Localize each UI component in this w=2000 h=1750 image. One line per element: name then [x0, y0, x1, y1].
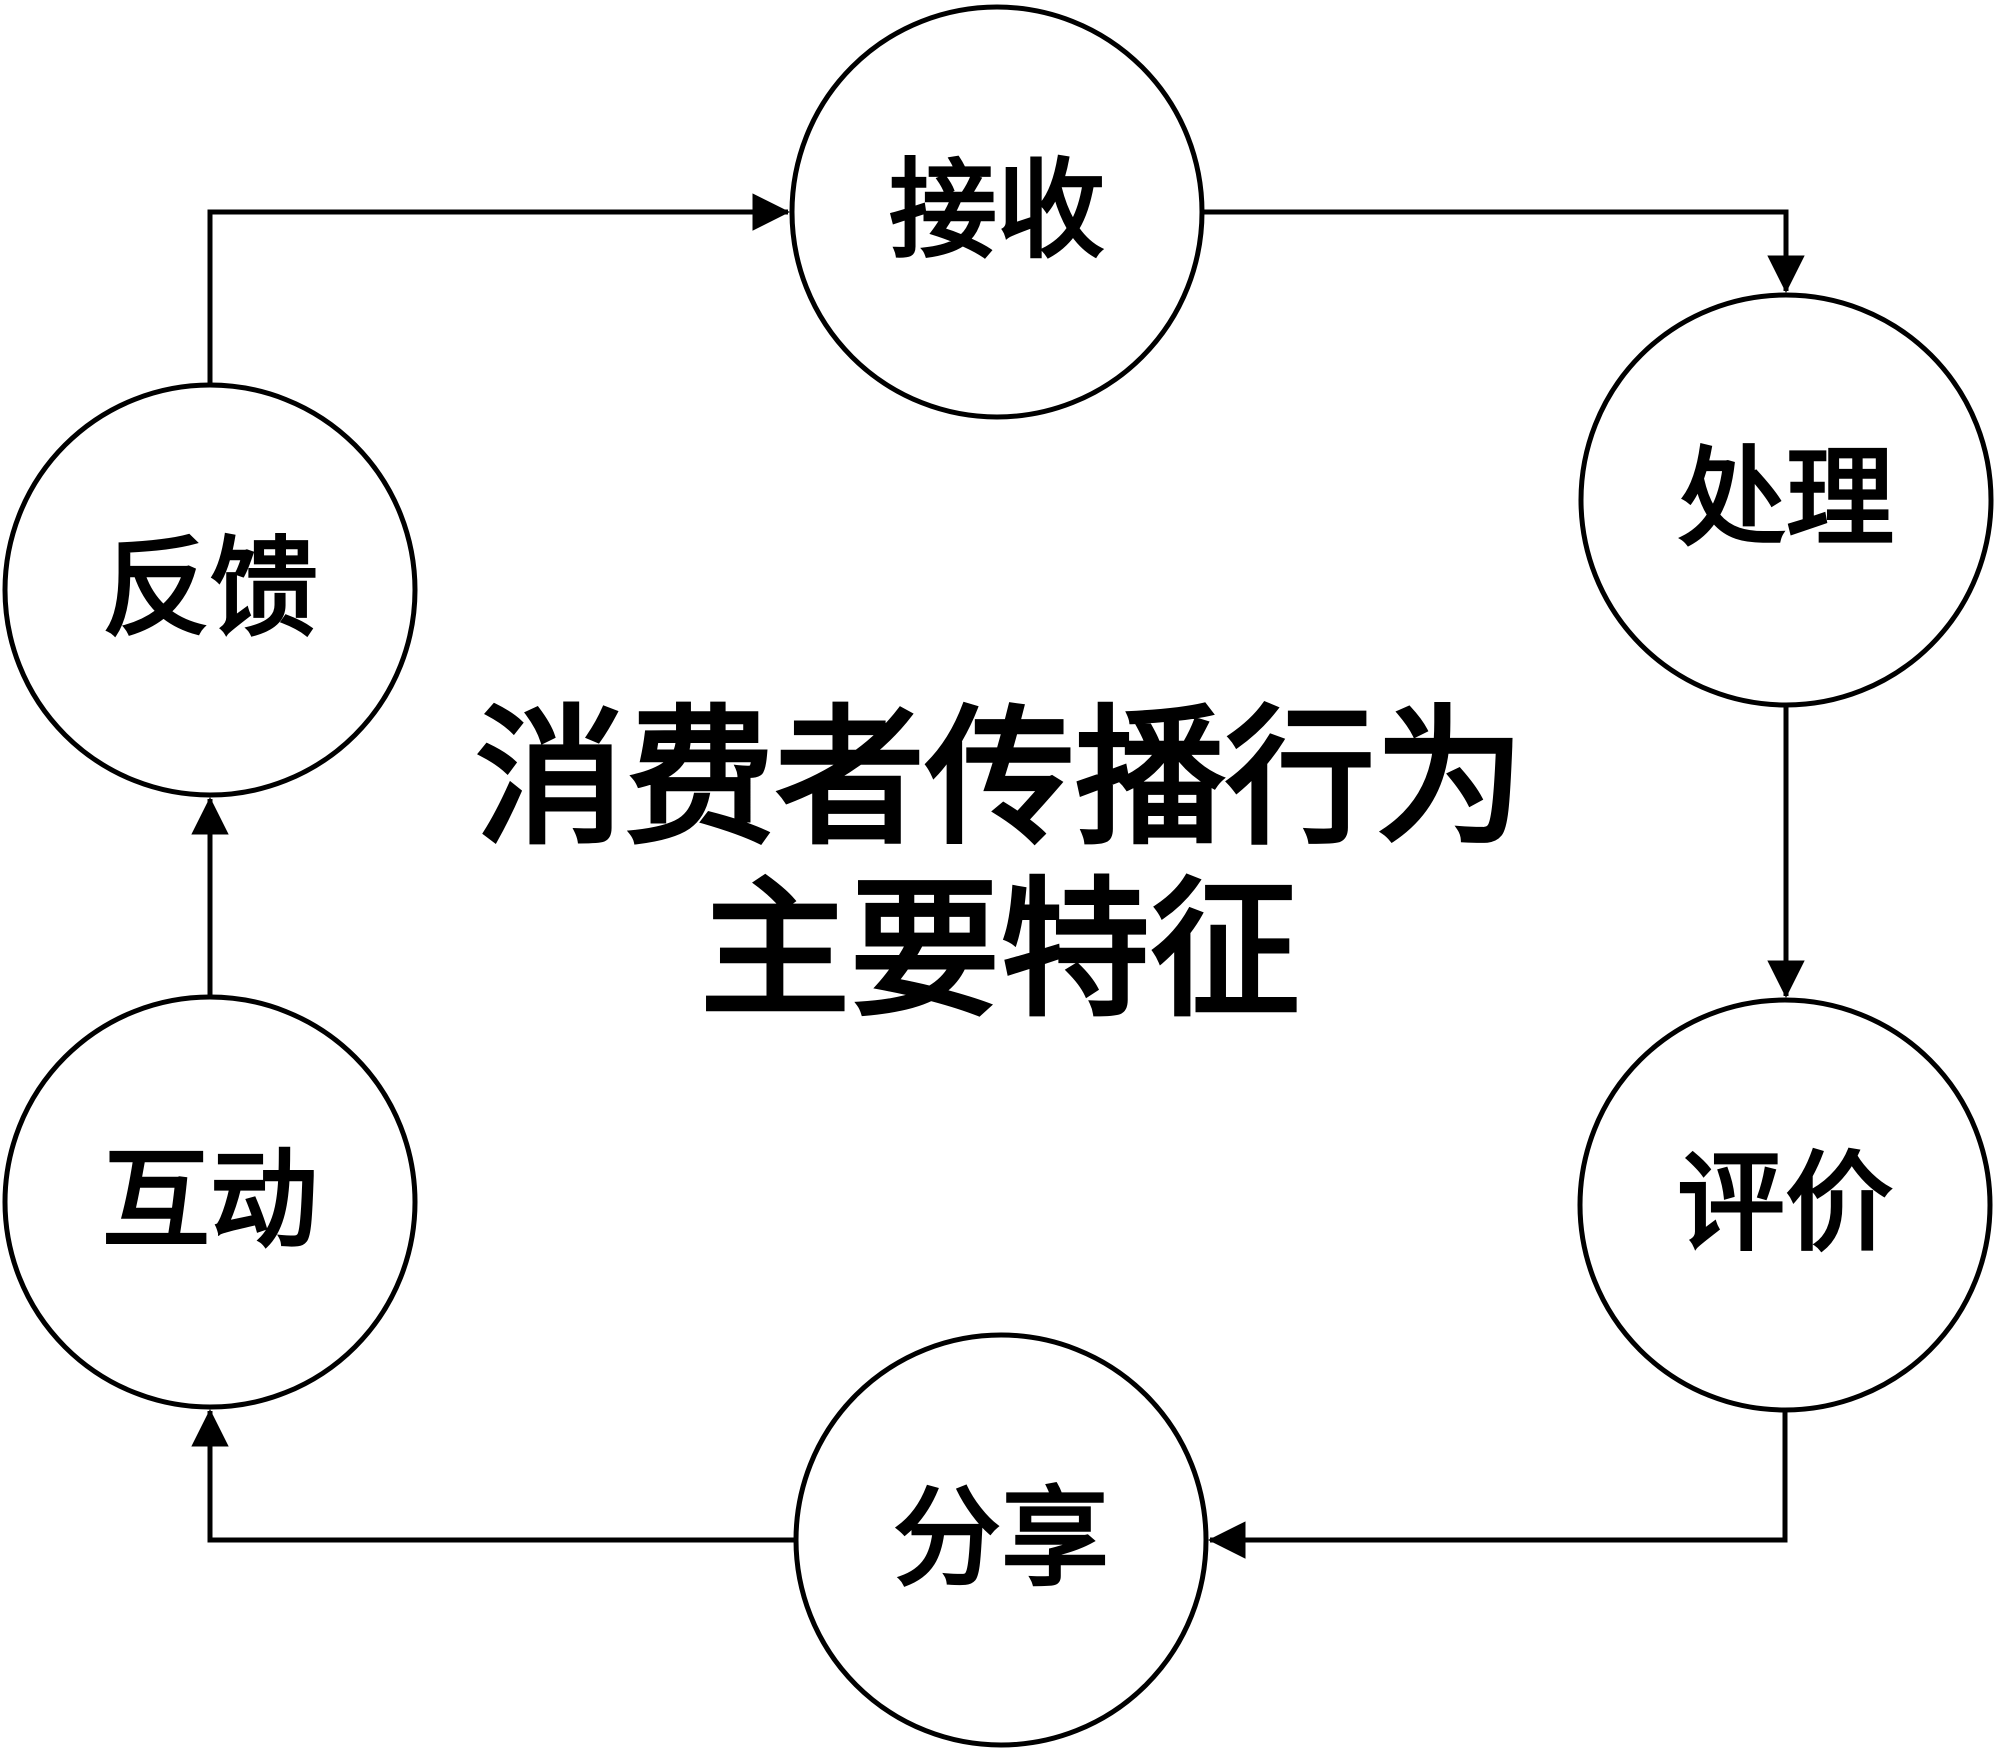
- node-evaluate-label: 评价: [1677, 1146, 1893, 1265]
- node-interact-circle: [2, 994, 418, 1410]
- node-interact-label: 互动: [102, 1143, 318, 1262]
- node-process-circle: [1578, 292, 1994, 708]
- node-feedback-circle: [2, 382, 418, 798]
- edge-share-to-interact: [191, 1409, 796, 1543]
- node-evaluate-circle: [1577, 997, 1993, 1413]
- diagram-title-line1: 消费者传播行为: [475, 697, 1525, 863]
- node-share: 分享: [793, 1332, 1209, 1748]
- edge-feedback-to-receive: [207, 193, 790, 385]
- node-process-label: 处理: [1678, 441, 1894, 560]
- edge-receive-to-process: [1202, 209, 1805, 293]
- node-process: 处理: [1578, 292, 1994, 708]
- diagram-title-line2: 主要特征: [700, 869, 1300, 1035]
- node-share-label: 分享: [893, 1481, 1109, 1600]
- node-receive-label: 接收: [889, 153, 1105, 272]
- node-interact: 互动: [2, 994, 418, 1410]
- node-feedback: 反馈: [2, 382, 418, 798]
- node-feedback-label: 反馈: [102, 531, 318, 650]
- edge-evaluate-to-share: [1208, 1410, 1788, 1559]
- connector-group: [191, 193, 1805, 1559]
- node-group: 接收 处理 评价 分享 互动 反馈: [2, 4, 1994, 1748]
- node-receive-circle: [789, 4, 1205, 420]
- diagram-title: 消费者传播行为 主要特征: [475, 697, 1525, 1035]
- node-share-circle: [793, 1332, 1209, 1748]
- node-receive: 接收: [789, 4, 1205, 420]
- node-evaluate: 评价: [1577, 997, 1993, 1413]
